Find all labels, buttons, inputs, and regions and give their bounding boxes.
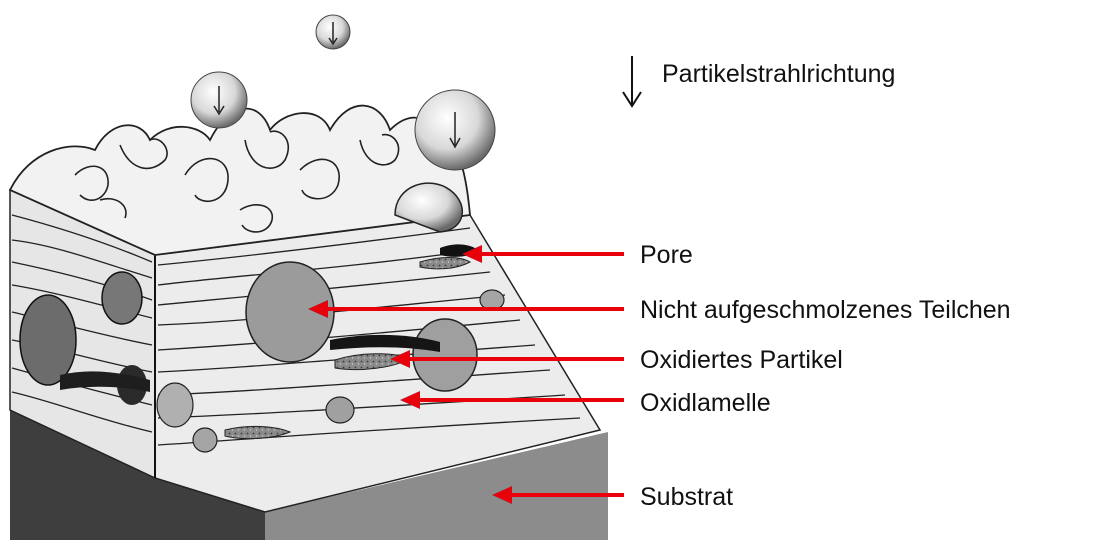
direction-label: Partikelstrahlrichtung bbox=[662, 60, 895, 88]
particle-right-5 bbox=[193, 428, 217, 452]
falling-droplet-2 bbox=[191, 72, 247, 128]
particle-right-2 bbox=[326, 397, 354, 423]
particle-right-1 bbox=[413, 319, 477, 391]
substrate-label: Substrat bbox=[640, 483, 733, 511]
particle-right-4 bbox=[157, 383, 193, 427]
left-particle-2 bbox=[102, 272, 142, 324]
falling-droplet-1 bbox=[316, 15, 350, 49]
oxidized-particle-label: Oxidiertes Partikel bbox=[640, 346, 843, 374]
direction-legend: Partikelstrahlrichtung bbox=[623, 56, 895, 106]
pore-label: Pore bbox=[640, 241, 693, 269]
down-arrow-icon bbox=[623, 56, 641, 106]
oxide-lamella-label: Oxidlamelle bbox=[640, 389, 771, 417]
left-particle-1 bbox=[20, 295, 76, 385]
falling-droplet-3 bbox=[415, 90, 495, 170]
unmelted-particle-label: Nicht aufgeschmolzenes Teilchen bbox=[640, 296, 1011, 324]
coating-block-illustration bbox=[10, 15, 608, 540]
